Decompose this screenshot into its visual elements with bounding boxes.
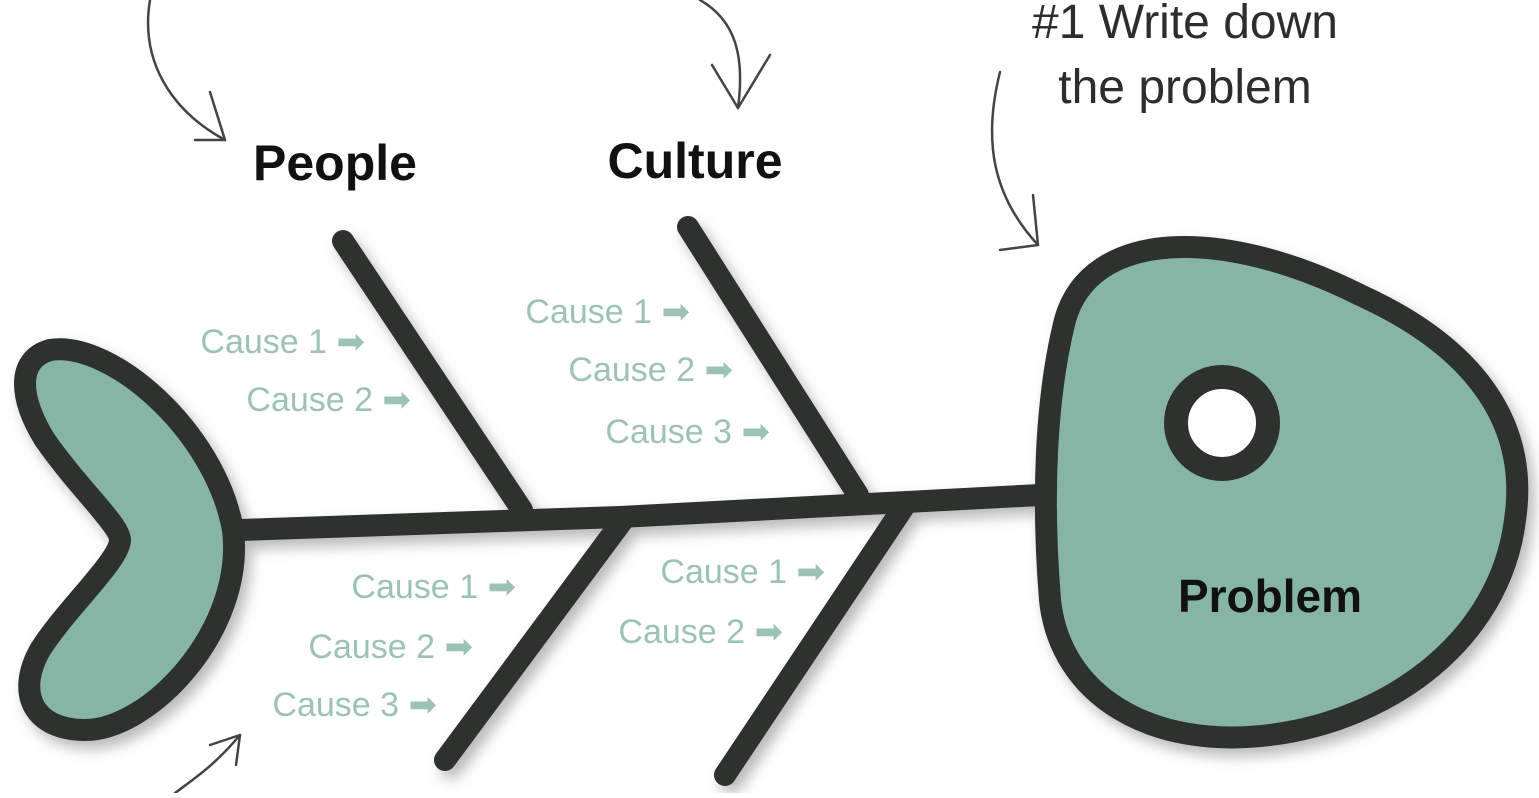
fish-head xyxy=(1034,235,1529,749)
annotation-arrow-bottom xyxy=(173,733,242,795)
cause-label: Cause 1 ➡ xyxy=(660,553,825,591)
annotation-line-2: the problem xyxy=(1058,61,1311,114)
annotation-arrow-problem xyxy=(990,70,1040,247)
cause-label: Cause 1 ➡ xyxy=(200,323,365,361)
annotation-arrow-problem-head xyxy=(998,193,1040,252)
cause-label: Cause 2 ➡ xyxy=(308,628,473,666)
problem-label: Problem xyxy=(1178,570,1362,622)
annotation-arrow-left-head xyxy=(193,90,227,142)
category-label-people: People xyxy=(253,135,417,191)
cause-label: Cause 3 ➡ xyxy=(605,413,770,451)
cause-label: Cause 2 ➡ xyxy=(568,351,733,389)
fish-tail xyxy=(14,338,246,741)
cause-label: Cause 1 ➡ xyxy=(525,293,690,331)
annotation-line-1: #1 Write down xyxy=(1032,0,1338,49)
fish-skeleton xyxy=(14,216,1529,786)
annotation-arrow-middle-head xyxy=(710,53,772,110)
fish-spine xyxy=(229,484,1051,541)
fish-eye xyxy=(1164,365,1280,481)
bone-culture xyxy=(677,216,869,506)
bone-lower-left xyxy=(434,509,634,771)
annotation-arrow-middle xyxy=(698,0,742,110)
cause-label: Cause 3 ➡ xyxy=(272,686,437,724)
bone-lower-right xyxy=(714,494,916,786)
annotation-arrow-bottom-head xyxy=(208,733,242,767)
category-label-culture: Culture xyxy=(608,133,783,189)
cause-label: Cause 2 ➡ xyxy=(618,613,783,651)
bone-people xyxy=(332,230,533,521)
cause-label: Cause 2 ➡ xyxy=(246,381,411,419)
annotation-arrow-left xyxy=(146,0,227,142)
cause-label: Cause 1 ➡ xyxy=(351,568,516,606)
